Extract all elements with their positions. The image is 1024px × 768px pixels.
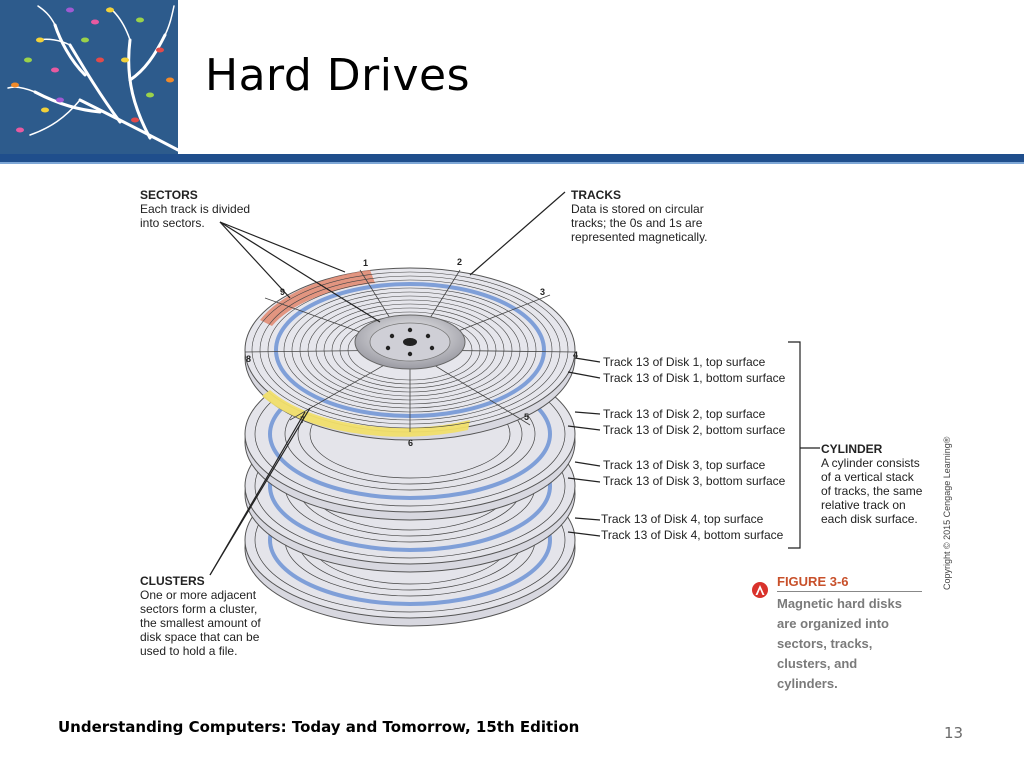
slide-title: Hard Drives [205, 50, 471, 101]
sectors-label: SECTORS Each track is divided into secto… [140, 188, 250, 230]
sectors-heading: SECTORS [140, 188, 198, 202]
track-label: Track 13 of Disk 3, bottom surface [603, 474, 786, 488]
figure-caption-title: FIGURE 3-6 [777, 574, 849, 589]
tracks-text-line: Data is stored on circular [571, 202, 704, 216]
tracks-heading: TRACKS [571, 188, 621, 202]
track-label: Track 13 of Disk 4, top surface [601, 512, 764, 526]
sector-number: 4 [573, 350, 578, 360]
caption-line: clusters, and [777, 656, 858, 671]
sector-number: 9 [280, 287, 285, 297]
clusters-label: CLUSTERS One or more adjacent sectors fo… [140, 574, 261, 658]
tracks-text-line: represented magnetically. [571, 230, 708, 244]
caption-line: sectors, tracks, [777, 636, 873, 651]
sector-number: 5 [524, 412, 529, 422]
clusters-text-line: used to hold a file. [140, 644, 238, 658]
header-band [0, 154, 1024, 162]
copyright-notice: Copyright © 2015 Cengage Learning® [942, 436, 952, 590]
track-label: Track 13 of Disk 4, bottom surface [601, 528, 784, 542]
caption-line: cylinders. [777, 676, 838, 691]
sector-number: 6 [408, 438, 413, 448]
figure-caption-text: Magnetic hard disks are organized into s… [777, 594, 927, 694]
cylinder-text-line: each disk surface. [821, 512, 918, 526]
disk-1 [244, 267, 576, 441]
cylinder-heading: CYLINDER [821, 442, 883, 456]
page-number: 13 [944, 724, 964, 742]
header-band-accent [0, 162, 1024, 164]
sector-number: 3 [540, 287, 545, 297]
track-label: Track 13 of Disk 1, top surface [603, 355, 766, 369]
tracks-text-line: tracks; the 0s and 1s are [571, 216, 703, 230]
clusters-heading: CLUSTERS [140, 574, 205, 588]
cylinder-text-line: of tracks, the same [821, 484, 923, 498]
cylinder-text-line: A cylinder consists [821, 456, 920, 470]
clusters-text-line: disk space that can be [140, 630, 260, 644]
footer-book-title: Understanding Computers: Today and Tomor… [58, 718, 580, 736]
caption-line: Magnetic hard disks [777, 596, 902, 611]
track-label: Track 13 of Disk 3, top surface [603, 458, 766, 472]
track-label: Track 13 of Disk 2, top surface [603, 407, 766, 421]
platter-stack-diagram: 1 2 3 4 5 6 7 8 9 [209, 191, 820, 627]
sector-number: 2 [457, 257, 462, 267]
sectors-text-line: Each track is divided [140, 202, 251, 216]
clusters-text-line: sectors form a cluster, [140, 602, 258, 616]
sector-number: 8 [246, 354, 251, 364]
caption-line: are organized into [777, 616, 889, 631]
track-label: Track 13 of Disk 1, bottom surface [603, 371, 786, 385]
track-label: Track 13 of Disk 2, bottom surface [603, 423, 786, 437]
publisher-logo-icon [752, 582, 768, 598]
clusters-text-line: One or more adjacent [140, 588, 257, 602]
caption-divider [777, 591, 922, 592]
clusters-text-line: the smallest amount of [140, 616, 261, 630]
tracks-label: TRACKS Data is stored on circular tracks… [571, 188, 708, 244]
corner-tree-art [0, 0, 178, 156]
cylinder-text-line: of a vertical stack [821, 470, 914, 484]
cylinder-text-line: relative track on [821, 498, 906, 512]
tree-branches-icon [0, 0, 178, 156]
cylinder-label: CYLINDER A cylinder consists of a vertic… [821, 442, 922, 526]
sector-number: 1 [363, 258, 368, 268]
hard-disk-figure: 1 2 3 4 5 6 7 8 9 [130, 180, 960, 700]
sectors-text-line: into sectors. [140, 216, 205, 230]
